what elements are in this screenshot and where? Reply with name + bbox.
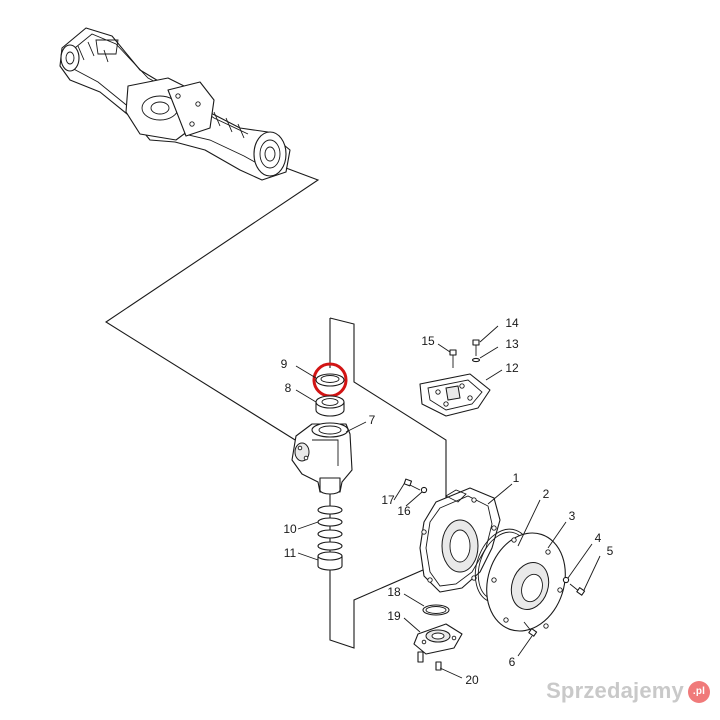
- callout-1: 1: [513, 471, 520, 485]
- callout-18: 18: [387, 585, 401, 599]
- axle-housing: [59, 27, 291, 181]
- callout-16: 16: [397, 504, 411, 518]
- callout-2: 2: [543, 487, 550, 501]
- callout-14: 14: [505, 316, 519, 330]
- part-7-knuckle: [291, 422, 353, 495]
- part-9-seal-ring: [312, 362, 348, 398]
- watermark-badge: .pl: [688, 681, 710, 704]
- callout-11: 11: [284, 546, 297, 560]
- part-20-bolts: [417, 651, 442, 671]
- callout-19: 19: [387, 609, 401, 623]
- part-16-washer: [420, 486, 428, 494]
- part-1-housing: [419, 487, 501, 593]
- callout-17: 17: [381, 493, 395, 507]
- leader-lines: [295, 325, 601, 679]
- callout-4: 4: [595, 531, 602, 545]
- callout-13: 13: [505, 337, 519, 351]
- callout-8: 8: [285, 381, 292, 395]
- connection-frame-lines: [104, 167, 447, 649]
- part-8-bearing: [315, 395, 345, 417]
- callout-labels: 9 8 7 10 11 12 13 14 15 1 2 3 4 5 6 17 1…: [281, 316, 614, 687]
- part-14-bolt: [472, 339, 480, 356]
- part-5-bolt: [569, 583, 586, 596]
- callout-3: 3: [569, 509, 576, 523]
- callout-6: 6: [509, 655, 516, 669]
- part-13-washer: [471, 357, 481, 363]
- callout-20: 20: [465, 673, 479, 687]
- callout-7: 7: [369, 413, 376, 427]
- part-10-rings: [317, 505, 343, 551]
- part-11-bushing: [317, 551, 343, 571]
- watermark-text: Sprzedajemy: [546, 678, 684, 703]
- callout-10: 10: [283, 522, 297, 536]
- callout-15: 15: [421, 334, 435, 348]
- callout-5: 5: [607, 544, 614, 558]
- part-3-flange-cover: [486, 532, 566, 632]
- part-6-bolt: [523, 621, 538, 637]
- part-18-o-ring: [422, 604, 450, 616]
- part-12-cover-plate: [419, 373, 491, 417]
- callout-9: 9: [281, 357, 288, 371]
- part-4-washer: [562, 576, 570, 584]
- part-17-screw: [403, 478, 421, 491]
- callout-12: 12: [505, 361, 519, 375]
- watermark-logo: Sprzedajemy.pl: [546, 678, 710, 704]
- part-19-flange: [413, 623, 463, 655]
- part-15-bolt: [449, 349, 457, 368]
